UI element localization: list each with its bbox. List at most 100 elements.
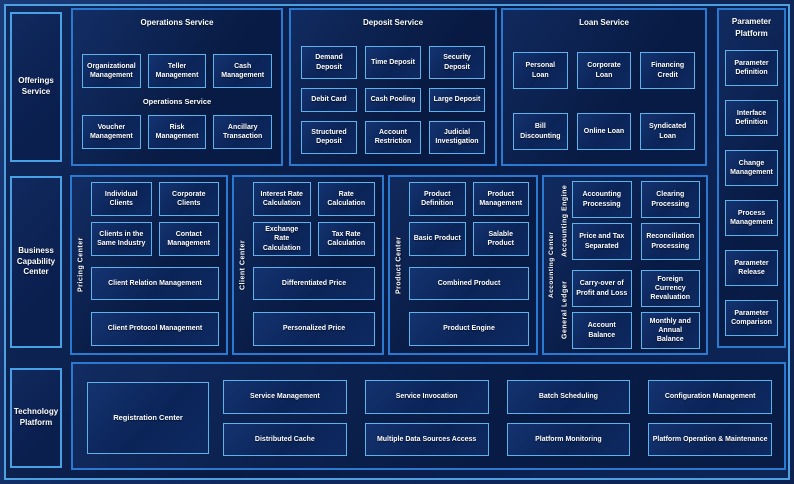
- item-box: Debit Card: [301, 88, 357, 112]
- item-box: Personal Loan: [513, 52, 568, 89]
- item-box: Rate Calculation: [317, 182, 375, 216]
- item-box: Parameter Definition: [725, 50, 778, 86]
- item-box: Individual Clients: [91, 182, 152, 216]
- item-box: Account Restriction: [365, 120, 421, 154]
- operations-row-2: Voucher Management Risk Management Ancil…: [82, 115, 273, 149]
- item-box: Clearing Processing: [640, 181, 700, 218]
- item-box: Process Management: [725, 200, 778, 236]
- section-operations-service: Operations Service Organizational Manage…: [71, 8, 283, 166]
- item-box: Organizational Management: [82, 54, 141, 88]
- section-deposit-service: Deposit Service Demand Deposit Time Depo…: [289, 8, 497, 166]
- item-box: Distributed Cache: [223, 422, 347, 456]
- item-box: Salable Product: [472, 222, 529, 256]
- item-box: Configuration Management: [648, 380, 772, 414]
- item-box: Syndicated Loan: [640, 113, 695, 150]
- item-box: Clients in the Same Industry: [91, 222, 152, 256]
- item-box: Platform Operation & Maintenance: [648, 422, 772, 456]
- item-box: Demand Deposit: [301, 46, 357, 80]
- client-center-label: Client Center: [239, 239, 247, 291]
- section-product-center: Product Center Product Definition Produc…: [388, 175, 538, 355]
- section-client-center: Client Center Interest Rate Calculation …: [232, 175, 384, 355]
- loan-service-grid: Personal Loan Corporate Loan Financing C…: [513, 52, 695, 150]
- technology-platform-grid: Service Management Service Invocation Ba…: [223, 380, 772, 456]
- item-box: Client Relation Management: [91, 267, 219, 300]
- section-parameter-platform: Parameter Platform Parameter Definition …: [717, 8, 786, 348]
- item-box: Service Invocation: [364, 380, 489, 414]
- rail-business-capability-center: Business Capability Center: [10, 176, 62, 348]
- pricing-center-label: Pricing Center: [77, 237, 85, 293]
- item-box: Combined Product: [409, 267, 529, 300]
- item-box: Cash Management: [213, 54, 273, 88]
- item-box: Corporate Loan: [576, 52, 632, 89]
- item-box: Security Deposit: [429, 46, 485, 80]
- item-box: Monthly and Annual Balance: [640, 312, 700, 349]
- item-box: Personalized Price: [253, 312, 375, 346]
- client-row-2: Exchange Rate Calculation Tax Rate Calcu…: [253, 222, 375, 256]
- item-box: Large Deposit: [429, 88, 485, 112]
- item-box: Financing Credit: [640, 52, 695, 89]
- item-box: Interface Definition: [725, 100, 778, 136]
- section-technology-platform: Registration Center Service Management S…: [71, 362, 786, 470]
- product-row-2: Basic Product Salable Product: [409, 222, 529, 256]
- item-box: Online Loan: [576, 113, 632, 150]
- item-box: Time Deposit: [365, 46, 421, 80]
- item-box: Cash Pooling: [365, 88, 421, 112]
- client-center-body: Interest Rate Calculation Rate Calculati…: [253, 182, 375, 348]
- item-box: Interest Rate Calculation: [253, 182, 311, 216]
- rail-offerings-service: Offerings Service: [10, 12, 62, 162]
- item-box: Differentiated Price: [253, 267, 375, 300]
- deposit-service-title: Deposit Service: [362, 18, 424, 27]
- item-box: Service Management: [223, 380, 347, 414]
- item-box: Client Protocol Management: [91, 312, 219, 346]
- general-ledger-label: General Ledger: [561, 280, 569, 339]
- item-box: Judicial Investigation: [429, 120, 485, 154]
- accounting-center-body: Accounting Engine Accounting Processing …: [558, 181, 700, 349]
- rail-technology-platform: Technology Platform: [10, 368, 62, 468]
- item-box: Parameter Comparison: [725, 300, 778, 336]
- item-box: Product Definition: [409, 182, 466, 216]
- item-box: Bill Discounting: [513, 113, 568, 150]
- item-box: Change Management: [725, 150, 778, 186]
- accounting-center-label: Accounting Center: [548, 231, 555, 299]
- general-ledger-grid: Carry-over of Profit and Loss Foreign Cu…: [572, 270, 700, 349]
- item-box: Structured Deposit: [301, 120, 357, 154]
- item-box: Batch Scheduling: [506, 380, 631, 414]
- loan-service-title: Loan Service: [579, 18, 629, 27]
- section-pricing-center: Pricing Center Individual Clients Corpor…: [70, 175, 228, 355]
- operations-service-body: Organizational Management Teller Managem…: [82, 54, 273, 149]
- item-box: Product Management: [472, 182, 529, 216]
- item-box: Exchange Rate Calculation: [253, 222, 311, 256]
- item-box: Reconciliation Processing: [640, 223, 700, 260]
- item-box: Account Balance: [572, 312, 632, 349]
- operations-service-mid-title: Operations Service: [142, 97, 212, 106]
- deposit-service-grid: Demand Deposit Time Deposit Security Dep…: [301, 46, 485, 154]
- parameter-platform-list: Parameter Definition Interface Definitio…: [725, 50, 778, 336]
- item-box: Corporate Clients: [158, 182, 219, 216]
- item-box: Price and Tax Separated: [572, 223, 632, 260]
- product-row-1: Product Definition Product Management: [409, 182, 529, 216]
- general-ledger-group: General Ledger Carry-over of Profit and …: [558, 270, 700, 349]
- item-box: Product Engine: [409, 312, 529, 346]
- item-box: Voucher Management: [82, 115, 141, 149]
- section-loan-service: Loan Service Personal Loan Corporate Loa…: [501, 8, 707, 166]
- item-box: Ancillary Transaction: [213, 115, 273, 149]
- item-box: Tax Rate Calculation: [317, 222, 375, 256]
- item-box: Platform Monitoring: [506, 422, 631, 456]
- item-box: Accounting Processing: [572, 181, 632, 218]
- item-box: Foreign Currency Revaluation: [640, 270, 700, 307]
- section-accounting-center: Accounting Center Accounting Engine Acco…: [542, 175, 708, 355]
- accounting-engine-label: Accounting Engine: [561, 184, 569, 257]
- item-box: Risk Management: [147, 115, 207, 149]
- product-center-body: Product Definition Product Management Ba…: [409, 182, 529, 348]
- item-box: Teller Management: [147, 54, 207, 88]
- operations-row-1: Organizational Management Teller Managem…: [82, 54, 273, 88]
- pricing-row-2: Clients in the Same Industry Contact Man…: [91, 222, 219, 256]
- accounting-engine-grid: Accounting Processing Clearing Processin…: [572, 181, 700, 260]
- pricing-center-body: Individual Clients Corporate Clients Cli…: [91, 182, 219, 348]
- registration-center-box: Registration Center: [87, 382, 209, 454]
- client-row-1: Interest Rate Calculation Rate Calculati…: [253, 182, 375, 216]
- item-box: Carry-over of Profit and Loss: [572, 270, 632, 307]
- pricing-row-1: Individual Clients Corporate Clients: [91, 182, 219, 216]
- item-box: Basic Product: [409, 222, 466, 256]
